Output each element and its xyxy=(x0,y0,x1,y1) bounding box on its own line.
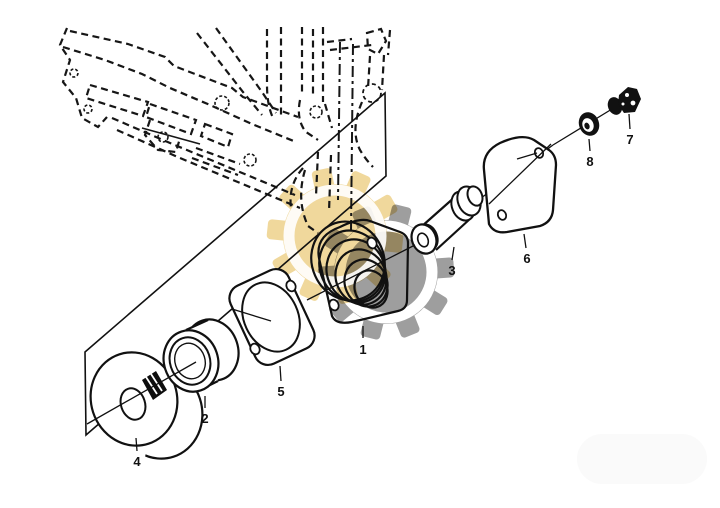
part-number-6: 6 xyxy=(523,251,530,266)
callout-4: 4 xyxy=(133,437,141,469)
leader-tick xyxy=(588,138,591,152)
part-number-1: 1 xyxy=(359,342,366,357)
part-8-washer xyxy=(578,112,600,136)
part-number-8: 8 xyxy=(586,154,593,169)
part-5-gasket xyxy=(228,268,316,366)
part-4-pulley xyxy=(89,351,204,460)
callout-5: 5 xyxy=(277,365,285,399)
leader-tick xyxy=(279,365,282,382)
faded-watermark-blob xyxy=(577,434,707,484)
callout-8: 8 xyxy=(586,138,594,169)
gear-watermark-yellow xyxy=(266,168,404,304)
leader-tick xyxy=(451,246,455,261)
leader-tick xyxy=(523,233,527,249)
callout-3: 3 xyxy=(448,246,456,278)
part-7-nut xyxy=(607,87,641,115)
engine-outline xyxy=(58,27,392,234)
callout-1: 1 xyxy=(359,326,367,357)
part-number-3: 3 xyxy=(448,263,455,278)
mounting-panel xyxy=(84,91,387,437)
part-6-cover-plate xyxy=(482,135,558,234)
part-3-washer xyxy=(410,223,438,255)
part-number-7: 7 xyxy=(626,132,633,147)
axis-line-left xyxy=(86,143,552,425)
callouts: 1 2 3 4 5 6 7 8 xyxy=(133,113,634,469)
callout-6: 6 xyxy=(523,233,531,266)
gear-hub-ring-yellow xyxy=(283,184,387,288)
leader-tick xyxy=(135,437,138,452)
part-2-bearing xyxy=(162,318,240,393)
part-1-housing xyxy=(310,218,410,324)
part-number-5: 5 xyxy=(277,384,284,399)
part-number-4: 4 xyxy=(133,454,141,469)
leader-tick xyxy=(628,113,631,130)
part-number-2: 2 xyxy=(201,411,208,426)
callout-7: 7 xyxy=(626,113,634,147)
callout-2: 2 xyxy=(201,396,209,426)
